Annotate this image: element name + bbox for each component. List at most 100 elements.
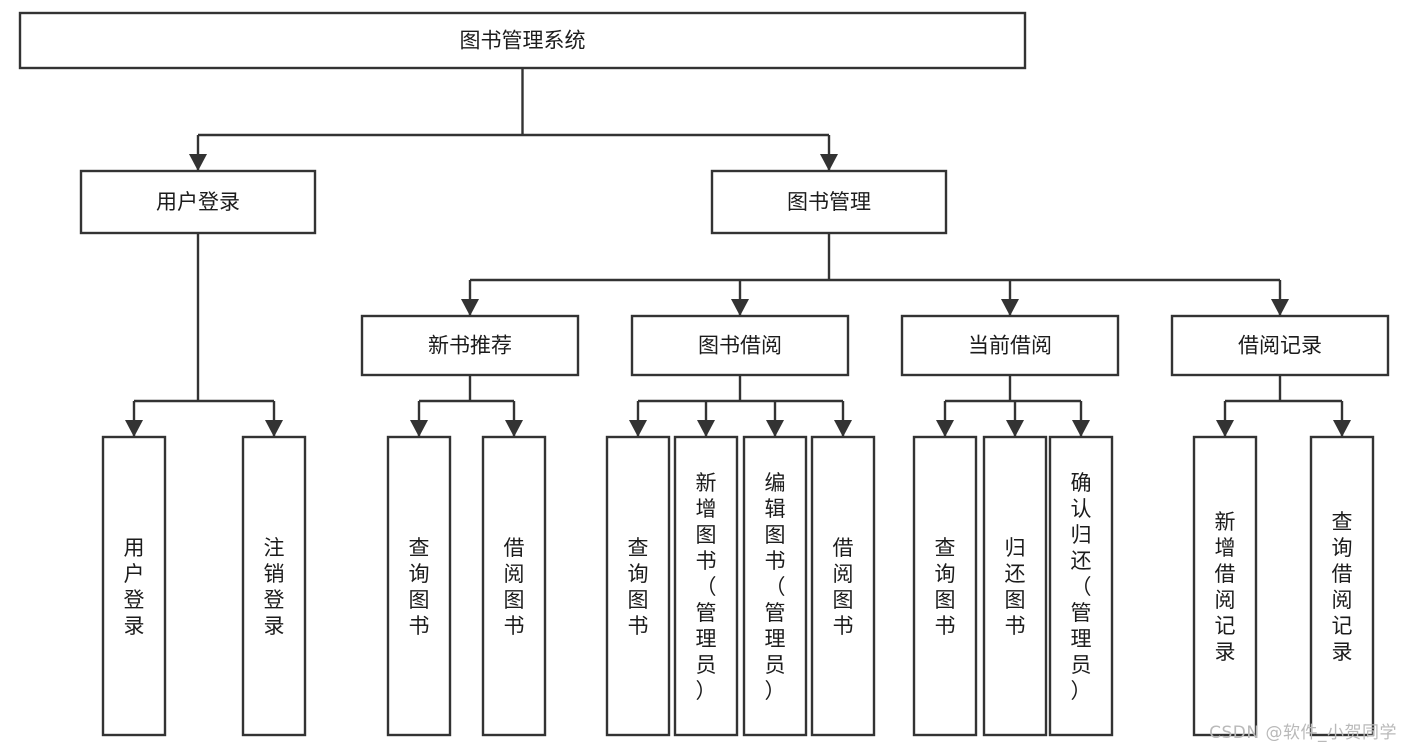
node-leaf-query-book-rec[interactable]: 查询图书查询图书: [386, 435, 452, 737]
node-label-char: 理: [765, 627, 786, 651]
node-borrow-record[interactable]: 借阅记录: [1170, 314, 1390, 377]
node-label: 当前借阅: [968, 334, 1052, 358]
node-label-char: 借: [833, 536, 854, 560]
node-label-char: 增: [696, 497, 717, 521]
node-root[interactable]: 图书管理系统: [18, 11, 1027, 70]
node-label-char: 图: [833, 588, 854, 612]
node-label-char: 阅: [1215, 588, 1236, 612]
node-label-char: 注: [264, 536, 285, 560]
node-leaf-query-book-current[interactable]: 查询图书查询图书: [912, 435, 978, 737]
node-leaf-user-login[interactable]: 用户登录用户登录: [101, 435, 167, 737]
node-label-char: 书: [833, 614, 854, 638]
node-label: 图书管理: [787, 190, 871, 214]
node-label: 用户登录: [156, 190, 240, 214]
node-label-char: 员: [1071, 653, 1092, 677]
node-label-char: 录: [1215, 640, 1236, 664]
node-label-char: 登: [124, 588, 145, 612]
node-label-char: 记: [1332, 614, 1353, 638]
node-label-char: 新: [696, 471, 717, 495]
node-label-char: 增: [1215, 536, 1236, 560]
node-label: 图书管理系统: [460, 29, 586, 53]
node-label-char: 编: [765, 471, 786, 495]
node-label-char: 管: [696, 601, 717, 625]
node-label-char: 借: [504, 536, 525, 560]
node-label-char: （: [1071, 575, 1092, 599]
node-label-char: 借: [1332, 562, 1353, 586]
node-label-char: 用: [124, 536, 145, 560]
node-label-char: 阅: [833, 562, 854, 586]
node-label-char: 阅: [504, 562, 525, 586]
node-label-char: 询: [409, 562, 430, 586]
node-label-char: 询: [935, 562, 956, 586]
node-label-char: 员: [765, 653, 786, 677]
connector-layer: [125, 68, 1351, 437]
node-label-char: （: [765, 575, 786, 599]
node-label-char: ）: [1071, 679, 1092, 703]
node-label-char: 理: [696, 627, 717, 651]
node-label-char: 管: [1071, 601, 1092, 625]
connector-group-borrow-record: [1216, 375, 1351, 437]
node-book-borrow[interactable]: 图书借阅: [630, 314, 850, 377]
node-label-char: 户: [124, 562, 145, 586]
node-label-char: 查: [935, 536, 956, 560]
connector-group-user-login: [125, 233, 283, 437]
node-label-char: 借: [1215, 562, 1236, 586]
node-leaf-borrow-book[interactable]: 借阅图书借阅图书: [810, 435, 876, 737]
node-label-char: 询: [1332, 536, 1353, 560]
node-label-char: 认: [1071, 497, 1092, 521]
node-label-char: 图: [628, 588, 649, 612]
node-leaf-user-logout[interactable]: 注销登录注销登录: [241, 435, 307, 737]
node-leaf-add-record[interactable]: 新增借阅记录新增借阅记录: [1192, 435, 1258, 737]
node-label-char: 书: [1005, 614, 1026, 638]
node-label-char: 归: [1005, 536, 1026, 560]
node-label-char: 理: [1071, 627, 1092, 651]
node-label-char: 图: [1005, 588, 1026, 612]
node-label-char: 书: [628, 614, 649, 638]
node-label-char: 书: [696, 549, 717, 573]
node-label-char: 图: [504, 588, 525, 612]
node-current-borrow[interactable]: 当前借阅: [900, 314, 1120, 377]
node-label-char: 还: [1071, 549, 1092, 573]
node-label-char: 图: [765, 523, 786, 547]
node-label-char: 书: [409, 614, 430, 638]
node-label-char: 查: [1332, 510, 1353, 534]
node-label-char: 辑: [765, 497, 786, 521]
node-label: 图书借阅: [698, 334, 782, 358]
node-label-char: 确: [1071, 471, 1092, 495]
node-label-char: 管: [765, 601, 786, 625]
node-label: 借阅记录: [1238, 334, 1322, 358]
connector-group-current-borrow: [936, 375, 1090, 437]
node-label-char: 记: [1215, 614, 1236, 638]
node-label-char: 还: [1005, 562, 1026, 586]
node-book-manage[interactable]: 图书管理: [710, 169, 948, 235]
node-leaf-query-record[interactable]: 查询借阅记录查询借阅记录: [1309, 435, 1375, 737]
node-label-char: 员: [696, 653, 717, 677]
node-leaf-borrow-book-rec[interactable]: 借阅图书借阅图书: [481, 435, 547, 737]
node-label-char: ）: [696, 679, 717, 703]
node-layer: 图书管理系统用户登录图书管理新书推荐图书借阅当前借阅借阅记录用户登录用户登录注销…: [18, 11, 1390, 737]
node-leaf-return-book[interactable]: 归还图书归还图书: [982, 435, 1048, 737]
node-user-login[interactable]: 用户登录: [79, 169, 317, 235]
node-label-char: 询: [628, 562, 649, 586]
connector-group-book-borrow: [629, 375, 852, 437]
connector-group-new-book-rec: [410, 375, 523, 437]
node-label-char: 书: [765, 549, 786, 573]
node-label-char: 查: [409, 536, 430, 560]
node-label-char: 查: [628, 536, 649, 560]
node-label-char: 录: [1332, 640, 1353, 664]
node-label-char: 新: [1215, 510, 1236, 534]
node-leaf-query-book-borrow[interactable]: 查询图书查询图书: [605, 435, 671, 737]
node-label-char: 登: [264, 588, 285, 612]
node-label-char: 书: [935, 614, 956, 638]
node-new-book-rec[interactable]: 新书推荐: [360, 314, 580, 377]
node-label-char: 销: [264, 562, 285, 586]
node-label-char: （: [696, 575, 717, 599]
connector-group-root: [189, 68, 838, 171]
node-label-char: 录: [264, 614, 285, 638]
node-label-char: 阅: [1332, 588, 1353, 612]
